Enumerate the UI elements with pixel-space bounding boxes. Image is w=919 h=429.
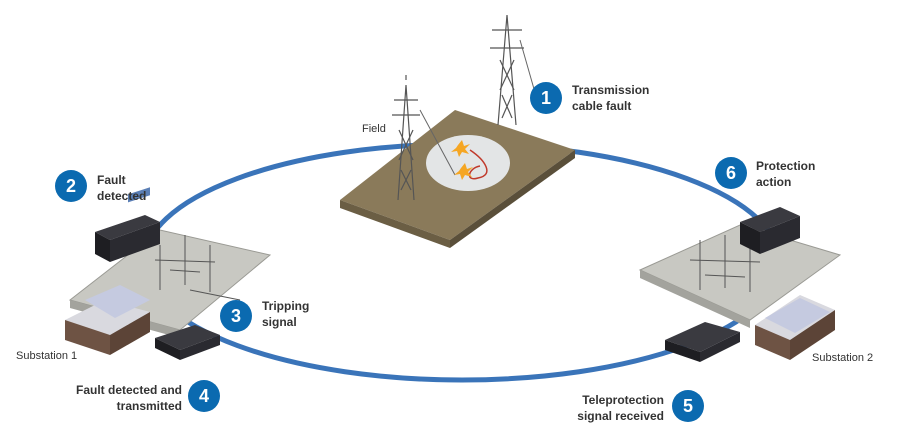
substation-1-label: Substation 1 <box>16 350 78 362</box>
step-1-label: Transmission cable fault <box>572 82 692 114</box>
step-6-badge: 6 <box>715 157 747 189</box>
step-1-line-1: Transmission <box>572 83 650 97</box>
step-2-line-2: detected <box>97 189 147 203</box>
fault-spark-icon <box>451 140 473 180</box>
step-1-line-2: cable fault <box>572 99 632 113</box>
step-5-label: Teleprotection signal received <box>542 392 664 424</box>
step-3-line-1: Tripping <box>262 299 310 313</box>
field-label: Field <box>362 123 386 135</box>
step-5-line-1: Teleprotection <box>582 393 664 407</box>
substation-2-label: Substation 2 <box>812 352 874 364</box>
substation-icon <box>154 235 241 301</box>
communication-device-icon <box>665 322 740 362</box>
substation-1-site <box>65 229 272 355</box>
step-4-line-2: transmitted <box>116 399 182 413</box>
substation-2-site <box>638 224 842 360</box>
step-5-badge: 5 <box>672 390 704 422</box>
protection-relay-icon <box>95 187 160 262</box>
step-6-line-1: Protection <box>756 159 816 173</box>
step-3-line-2: signal <box>262 315 297 329</box>
step-2-badge: 2 <box>55 170 87 202</box>
communication-device-icon <box>155 325 220 360</box>
transmission-tower-icon <box>392 75 420 201</box>
step-6-line-2: action <box>756 175 792 189</box>
step-2-line-1: Fault <box>97 173 126 187</box>
step-4-label: Fault detected and transmitted <box>60 382 182 414</box>
step-4-line-1: Fault detected and <box>75 383 182 397</box>
field-site <box>340 14 575 248</box>
step-6-label: Protection action <box>756 158 876 190</box>
substation-icon <box>689 235 761 292</box>
step-5-line-2: signal received <box>577 409 664 423</box>
step-3-badge: 3 <box>220 300 252 332</box>
step-2-label: Fault detected <box>97 172 217 204</box>
step-4-badge: 4 <box>188 380 220 412</box>
step-3-label: Tripping signal <box>262 298 382 330</box>
protection-relay-icon <box>740 207 800 254</box>
transmission-tower-icon <box>490 14 524 126</box>
step-1-badge: 1 <box>530 82 562 114</box>
